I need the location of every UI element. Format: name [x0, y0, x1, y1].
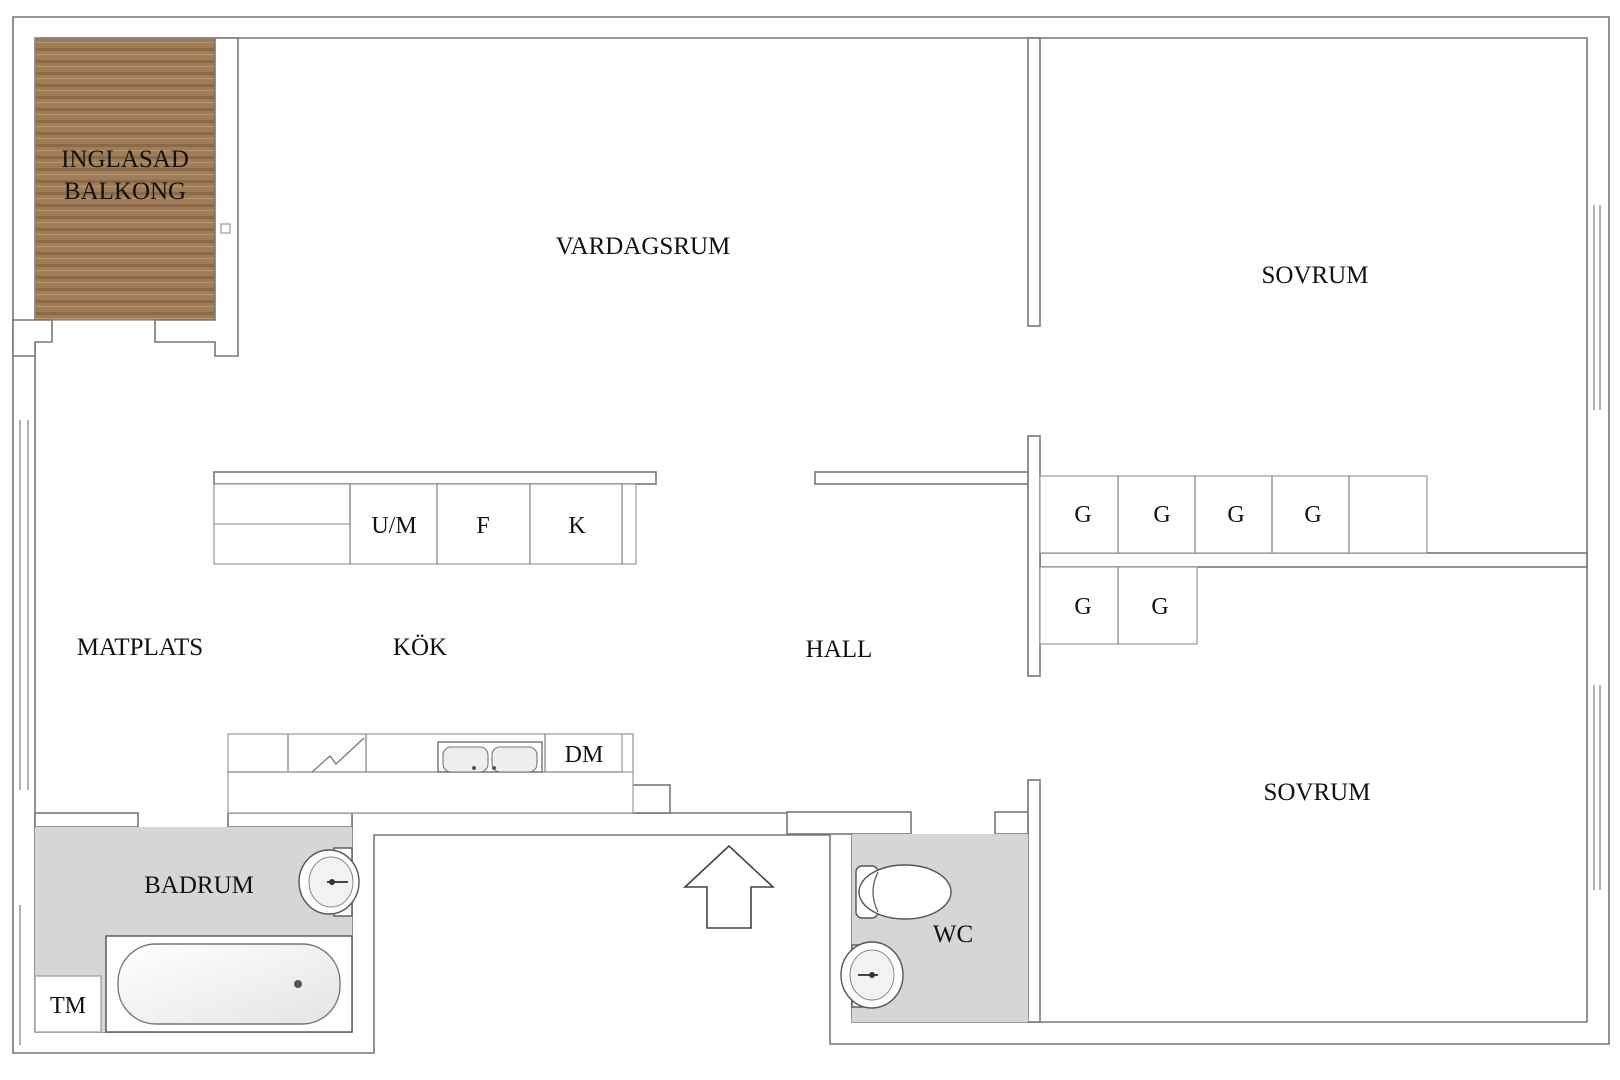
sink-icon [298, 847, 360, 917]
wardrobe-label: G [1304, 502, 1321, 528]
entrance-arrow-icon [682, 844, 776, 929]
bedroom-bottom-label: SOVRUM [1264, 779, 1371, 806]
wall-hall-spur [814, 471, 1029, 485]
wardrobe-label: G [1153, 502, 1170, 528]
wall-living-bedroom [1027, 37, 1041, 327]
living-room-label: VARDAGSRUM [556, 233, 731, 260]
kitchen-sink-icon [437, 741, 543, 773]
bedroom-top-label: SOVRUM [1262, 262, 1369, 289]
kitchen-bench [213, 483, 351, 525]
balcony-wall [154, 37, 239, 357]
toilet-icon [855, 864, 952, 920]
wall-bath-stub-2 [227, 812, 353, 828]
kitchen-label: KÖK [393, 634, 447, 661]
wall-bedroom-lower [1027, 779, 1041, 1023]
wall-wc-right-jamb [994, 811, 1029, 835]
wardrobe-label: G [1074, 594, 1091, 620]
dishwasher-label: DM [565, 742, 604, 768]
wall-entry-left [631, 784, 671, 814]
balcony-door-handle [220, 223, 231, 234]
balcony-floor [35, 38, 215, 320]
dining-label: MATPLATS [77, 634, 203, 661]
balcony-label-2: BALKONG [64, 178, 186, 205]
kitchen-counter-lower [227, 733, 634, 814]
laundry-label: TM [50, 993, 86, 1019]
wardrobe-label: G [1227, 502, 1244, 528]
stove-icon [311, 737, 365, 773]
wall-kitchen-top [213, 471, 657, 485]
kitchen-lower-end [621, 733, 634, 773]
kitchen-unit-um: U/M [371, 513, 416, 539]
balcony-label-1: INGLASAD [61, 146, 189, 173]
wall-hall-wardrobe [1027, 435, 1041, 677]
wardrobe-label: G [1151, 594, 1168, 620]
laundry-box [34, 975, 102, 1033]
bathtub-icon [105, 935, 353, 1033]
kitchen-unit-f: F [476, 513, 489, 539]
bathroom-label: BADRUM [144, 872, 254, 899]
kitchen-unit-k: K [568, 513, 586, 539]
wall-bedrooms [1039, 552, 1588, 568]
wc-sink-icon [840, 941, 904, 1009]
hall-label: HALL [806, 636, 873, 663]
balcony-stub-left [12, 319, 53, 357]
wall-entry-right [786, 811, 912, 835]
wardrobe-top-row [1039, 475, 1428, 554]
wardrobe-label: G [1074, 502, 1091, 528]
wc-label: WC [933, 921, 973, 948]
wall-bath-stub-1 [34, 812, 139, 828]
